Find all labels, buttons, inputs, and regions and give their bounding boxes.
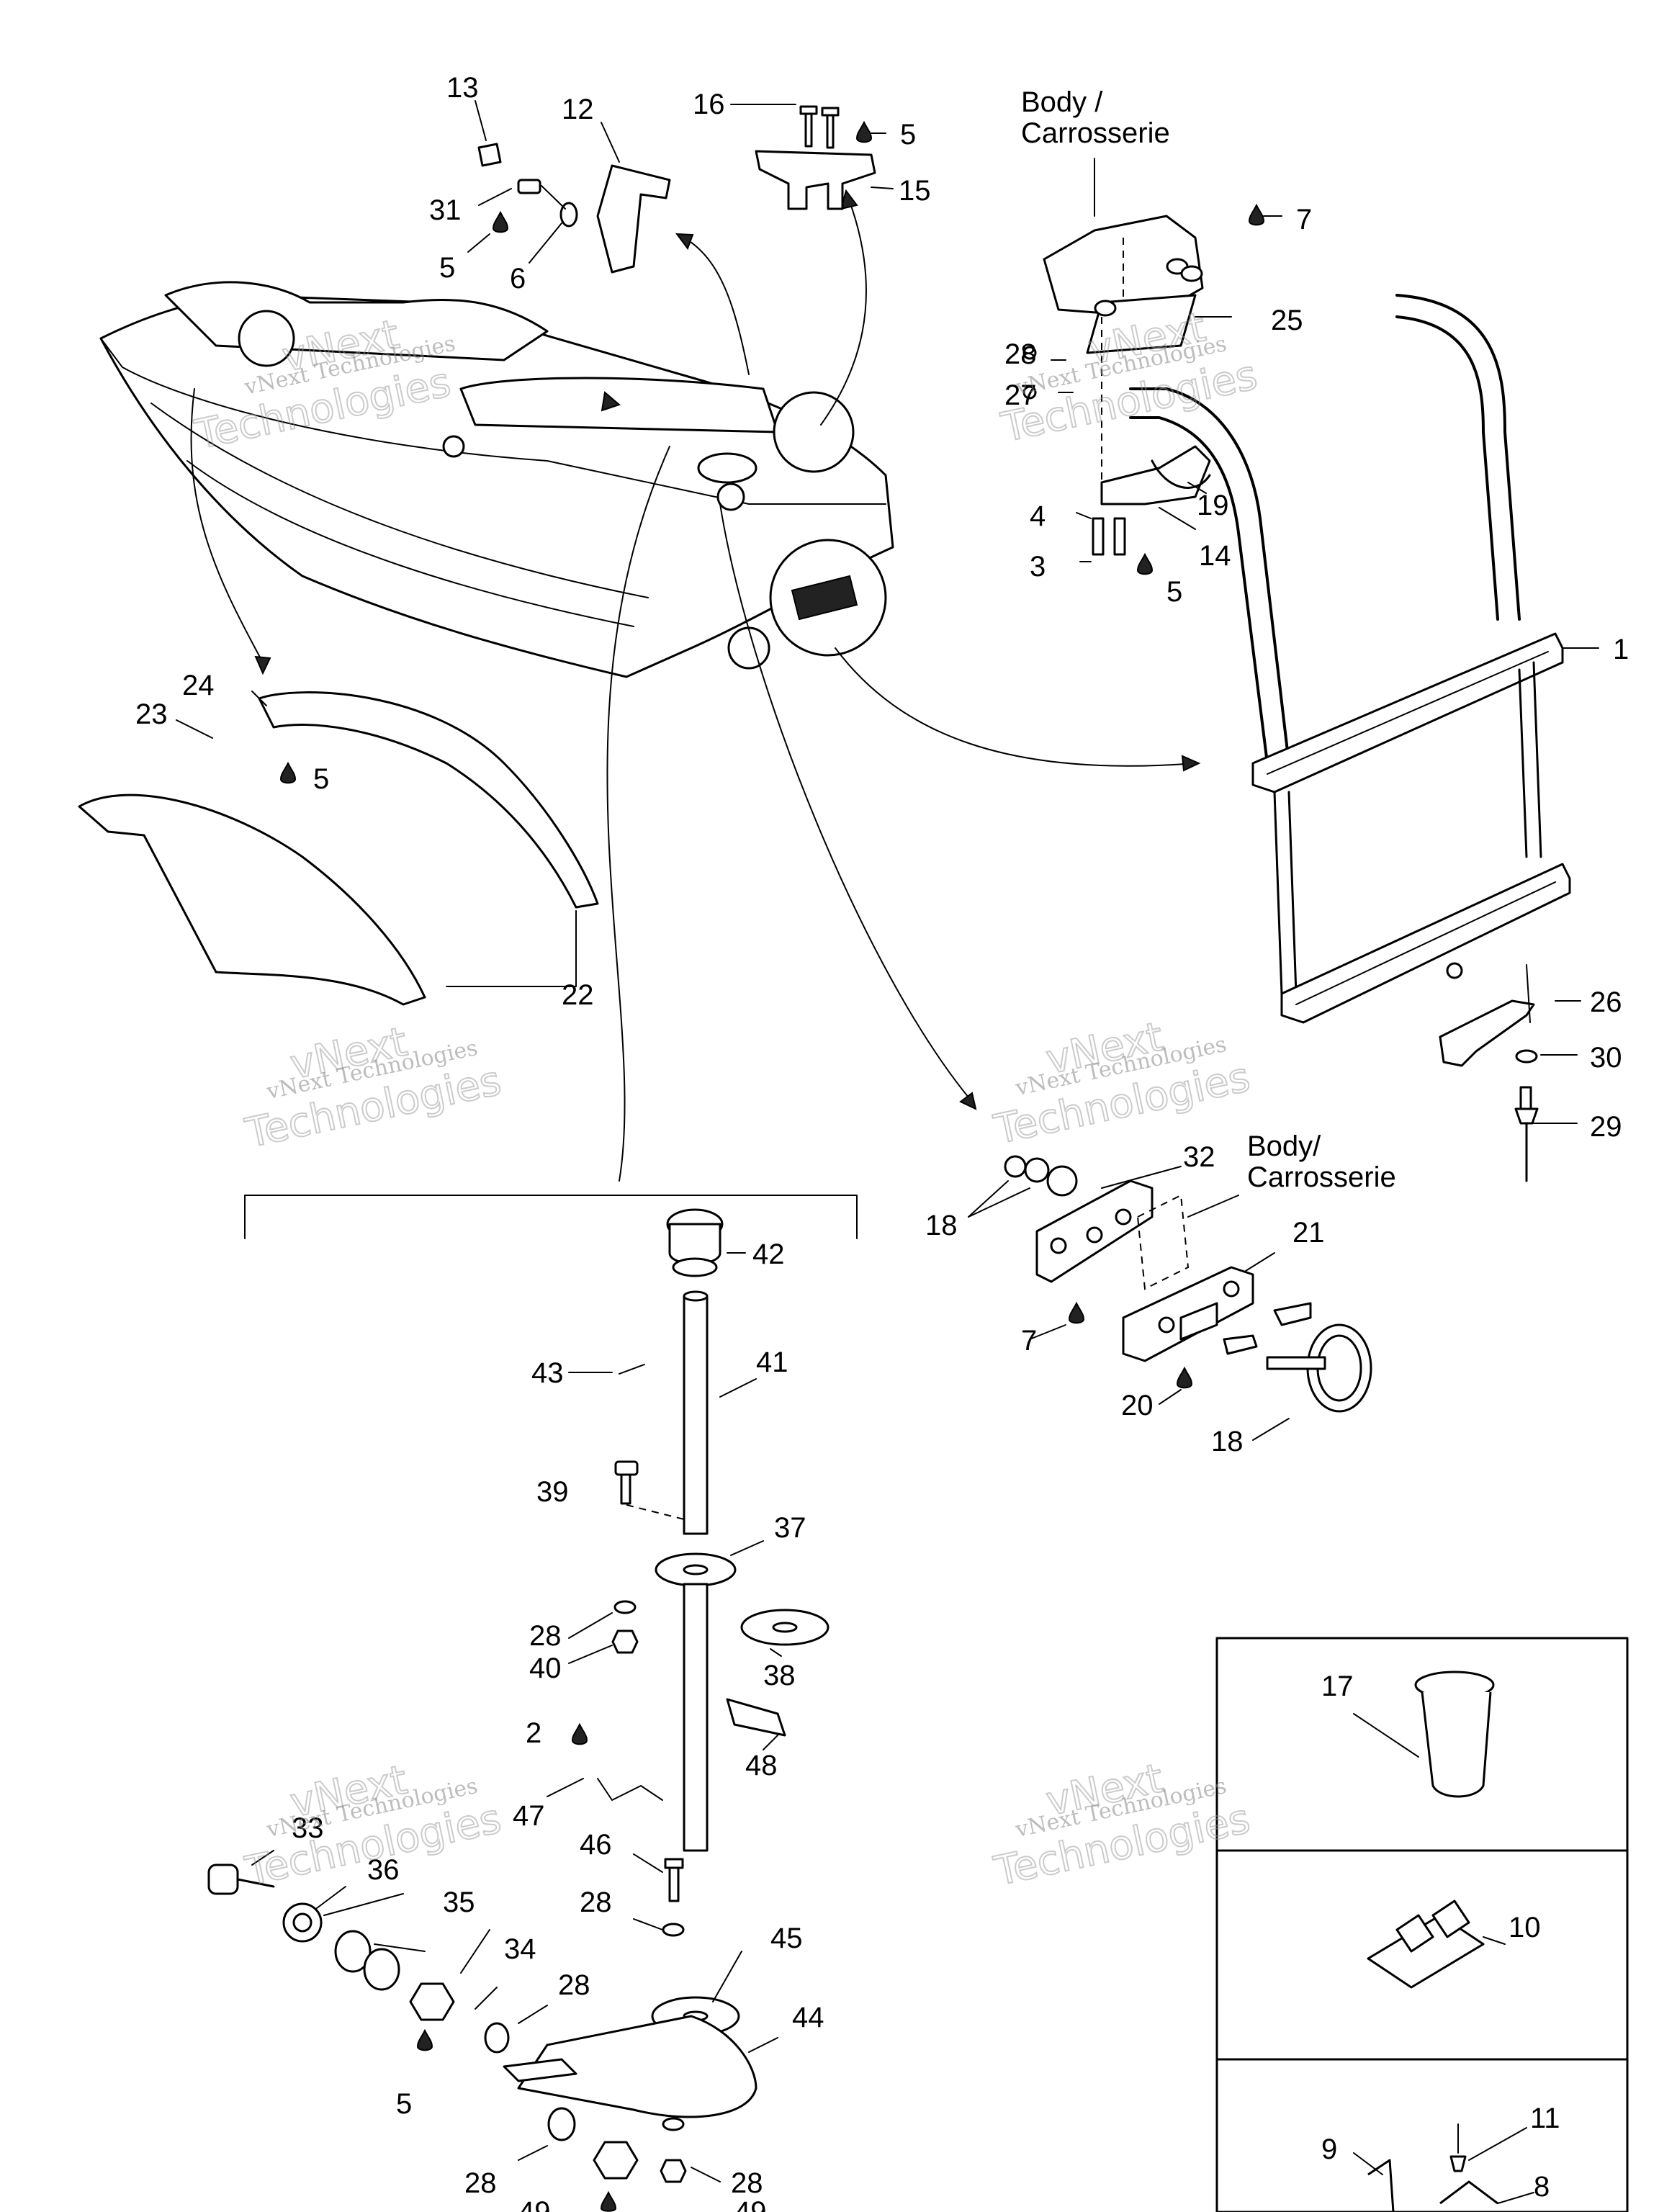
- part-label-25: 25: [1271, 305, 1303, 336]
- part-label-28a: 28: [1004, 338, 1037, 370]
- part-label-36: 36: [367, 1854, 400, 1886]
- glue-drop-icon: [600, 2190, 617, 2212]
- part-label-24: 24: [182, 670, 215, 701]
- part-label-10: 10: [1509, 1912, 1541, 1943]
- glue-drop-icon: [855, 120, 873, 143]
- part-label-30: 30: [1590, 1042, 1622, 1074]
- part-label-7b: 7: [1021, 1325, 1037, 1357]
- part-label-2: 2: [526, 1717, 541, 1749]
- part-label-6: 6: [510, 263, 526, 295]
- part-label-5e: 5: [396, 2088, 412, 2120]
- ladder-1: [1129, 294, 1599, 1024]
- part-label-42: 42: [752, 1238, 785, 1270]
- part-label-5c: 5: [1166, 576, 1182, 608]
- part-label-28d: 28: [558, 1969, 590, 2001]
- boat-hull: [99, 281, 894, 678]
- part-label-28c: 28: [580, 1887, 612, 1918]
- part-label-9: 9: [1321, 2134, 1337, 2165]
- part-label-33: 33: [292, 1812, 324, 1844]
- part-label-41: 41: [756, 1346, 788, 1378]
- part-label-49b: 49: [734, 2196, 767, 2212]
- leader-arrows: [190, 189, 1201, 1239]
- part-label-48: 48: [745, 1750, 778, 1781]
- part-label-37: 37: [774, 1512, 806, 1544]
- mounting-plate-assembly: [1004, 1155, 1372, 1413]
- part-label-5a: 5: [900, 119, 916, 150]
- glue-drop-icon: [1068, 1301, 1085, 1324]
- part-label-49a: 49: [518, 2196, 551, 2212]
- small-fasteners-top: [477, 105, 840, 228]
- left-fastener-stack: [207, 1863, 639, 2180]
- part-label-29: 29: [1590, 1111, 1622, 1143]
- cleat-15: [755, 150, 876, 210]
- part-label-44: 44: [792, 2002, 824, 2033]
- glue-drop-icon: [279, 761, 297, 784]
- part-label-18a: 18: [925, 1210, 958, 1241]
- part-label-34: 34: [504, 1933, 536, 1965]
- part-label-1: 1: [1613, 634, 1629, 665]
- glue-drop-icon: [416, 2028, 433, 2051]
- part-label-15: 15: [899, 175, 931, 207]
- part-number-labels: 1 2 3 4 5 5 5 5 5 6 7 7 8 9 10 11 12 13 …: [135, 72, 1629, 2212]
- leader-lines: [176, 100, 1581, 2204]
- pedestal-assembly: [503, 1208, 830, 2183]
- grab-handles: [78, 691, 599, 1006]
- part-label-12: 12: [562, 94, 594, 125]
- part-label-5d: 5: [313, 763, 329, 795]
- glue-drop-icon: [1248, 203, 1265, 226]
- callout-body-top-line2: Carrosserie: [1021, 117, 1170, 149]
- part-label-35: 35: [443, 1887, 475, 1918]
- accessory-box: [1215, 1637, 1629, 2212]
- part-label-28b: 28: [529, 1620, 562, 1652]
- part-label-27: 27: [1004, 379, 1037, 411]
- bracket-12: [596, 164, 671, 274]
- part-label-18b: 18: [1211, 1426, 1244, 1457]
- part-label-5b: 5: [439, 252, 455, 284]
- part-label-31: 31: [429, 194, 462, 226]
- part-label-20: 20: [1121, 1390, 1154, 1421]
- part-label-3: 3: [1030, 551, 1046, 583]
- callout-body-top-line1: Body /: [1021, 86, 1103, 118]
- part-label-45: 45: [770, 1923, 803, 1954]
- part-label-16: 16: [693, 89, 725, 120]
- glue-drop-icon: [1136, 552, 1154, 575]
- part-label-21: 21: [1292, 1217, 1325, 1249]
- part-label-7a: 7: [1296, 204, 1312, 235]
- glue-drop-icon: [492, 210, 509, 233]
- glue-drop-icon: [571, 1722, 588, 1745]
- callout-body-mid-line1: Body/: [1247, 1130, 1321, 1162]
- glue-drop-icon: [1176, 1366, 1193, 1389]
- glue-drop-icons: [279, 120, 1265, 2212]
- part-label-23: 23: [135, 698, 168, 730]
- part-label-19: 19: [1197, 490, 1229, 521]
- part-label-39: 39: [536, 1476, 569, 1508]
- part-label-26: 26: [1590, 986, 1622, 1018]
- part-label-14: 14: [1199, 540, 1231, 572]
- part-label-28e: 28: [464, 2167, 497, 2199]
- part-label-43: 43: [531, 1357, 564, 1389]
- ladder-mount: [1022, 215, 1211, 556]
- part-label-40: 40: [529, 1653, 562, 1684]
- part-label-47: 47: [513, 1800, 545, 1832]
- part-label-22: 22: [562, 979, 594, 1011]
- part-label-8: 8: [1534, 2171, 1550, 2203]
- part-label-4: 4: [1030, 500, 1046, 532]
- part-label-11: 11: [1530, 2103, 1560, 2134]
- part-label-46: 46: [580, 1829, 612, 1861]
- part-label-13: 13: [446, 72, 479, 104]
- part-label-17: 17: [1321, 1671, 1354, 1702]
- handle-26-fasteners: [1439, 964, 1539, 1182]
- part-label-32: 32: [1183, 1141, 1215, 1173]
- part-label-28f: 28: [731, 2167, 763, 2199]
- part-label-38: 38: [763, 1660, 796, 1691]
- callout-body-mid-line2: Carrosserie: [1247, 1161, 1396, 1193]
